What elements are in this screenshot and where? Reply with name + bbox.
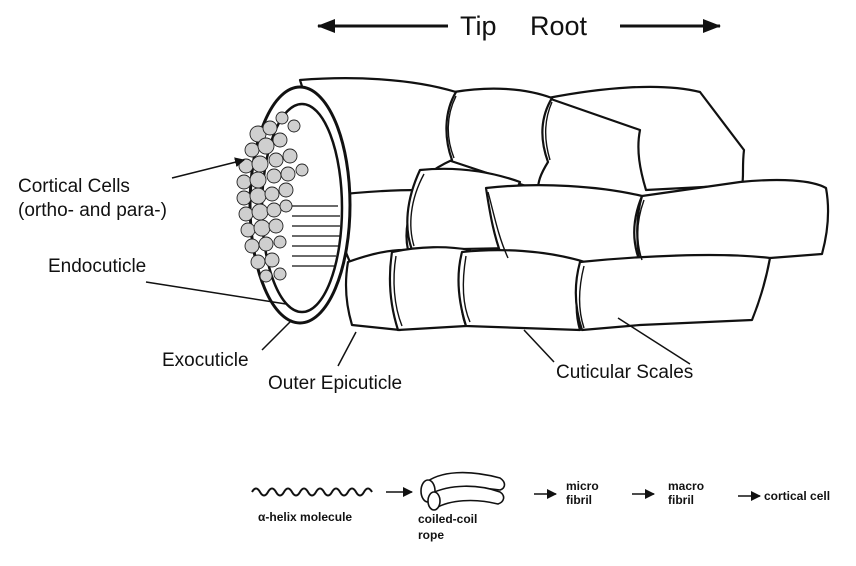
endocuticle-label: Endocuticle [48, 256, 146, 277]
cortical-cells-sublabel: (ortho- and para-) [18, 200, 167, 221]
cuticular-scales-leader [524, 330, 554, 362]
coiled-coil-rope-icon [421, 473, 505, 510]
cuticular-scale [576, 255, 770, 330]
tip-label: Tip [460, 11, 497, 41]
micro-fibril-label: micro [566, 479, 599, 493]
outer-epicuticle-leader [338, 332, 356, 366]
cortical-cells-label: Cortical Cells [18, 176, 130, 197]
micro-fibril-label-2: fibril [566, 493, 592, 507]
exocuticle-label: Exocuticle [162, 350, 249, 371]
coiled-coil-label: coiled-coil [418, 512, 477, 526]
cortical-cells-leader [172, 160, 244, 178]
keratin-hierarchy: α-helix molecule coiled-coil rope micro … [252, 473, 830, 542]
root-label: Root [530, 11, 588, 41]
alpha-helix-squiggle [252, 489, 372, 496]
fiber-cross-section [250, 87, 350, 323]
cuticular-scale [459, 250, 585, 330]
outer-epicuticle-label: Outer Epicuticle [268, 373, 402, 394]
cuticular-scales-label: Cuticular Scales [556, 362, 693, 383]
cuticular-scale [548, 87, 744, 190]
cortical-cell-label: cortical cell [764, 489, 830, 503]
exocuticle-leader [262, 320, 292, 350]
macro-fibril-label-2: fibril [668, 493, 694, 507]
alpha-helix-label: α-helix molecule [258, 510, 352, 524]
coiled-coil-label-2: rope [418, 528, 444, 542]
cuticular-scale [637, 180, 828, 264]
macro-fibril-label: macro [668, 479, 704, 493]
fiber-body [237, 78, 828, 330]
